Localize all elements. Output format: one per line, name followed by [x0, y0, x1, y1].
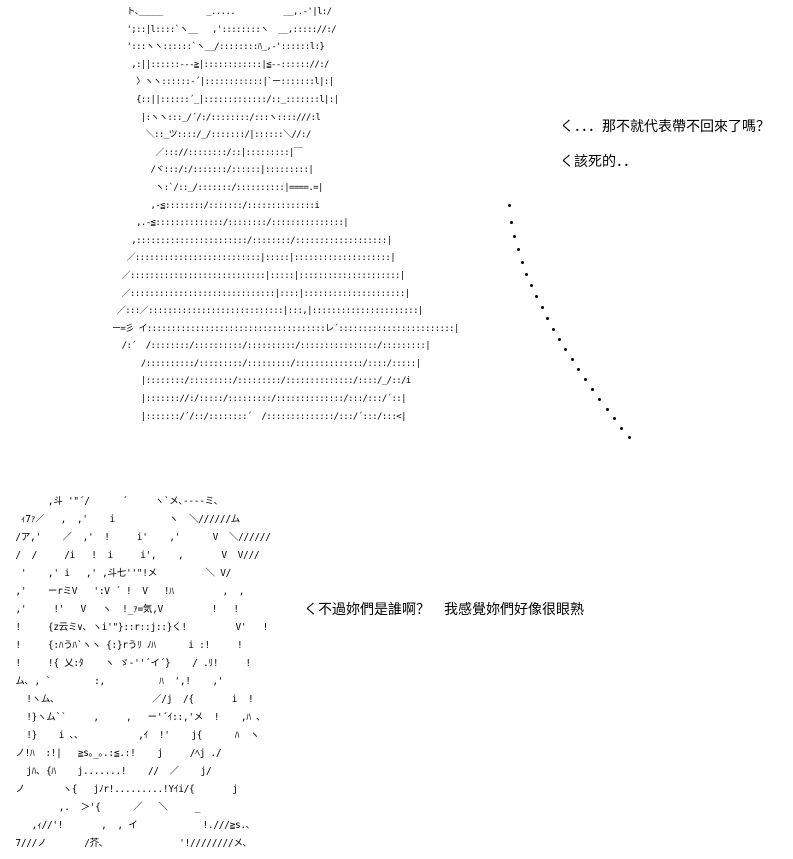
trail-dot: [535, 295, 539, 299]
trail-dot: [540, 306, 544, 310]
dialogue-line-1: く．．．那不就代表帶不回來了嗎？: [560, 119, 770, 135]
dialogue-line-3: く不過妳們是誰啊？ 我感覺妳們好像很眼熟: [304, 602, 584, 618]
trail-dot: [570, 358, 574, 362]
trail-dot: [530, 284, 534, 287]
trail-dot: [620, 426, 624, 430]
trail-dot: [598, 397, 602, 401]
dialogue-line-2: く該死的．．: [560, 154, 637, 170]
trail-dot: [513, 235, 516, 239]
trail-dot: [525, 272, 529, 276]
trail-dot: [577, 368, 581, 372]
trail-dot: [510, 221, 513, 225]
trail-dot: [584, 378, 588, 382]
trail-dot: [591, 388, 595, 392]
ascii-art-face-closeup: ,斗 '"´/ ´ ヽ`メ､-‐‐-ミ､ ｨ7ｧ／ , ,' i ヽ ＼////…: [15, 496, 271, 849]
trail-dot: [628, 436, 631, 439]
trail-dot: [605, 407, 609, 411]
ascii-art-seated-figure: ト､_____ _..... __,.-'|l:/ ';::|l::::`ヽ__…: [112, 7, 459, 422]
trail-dot: [516, 248, 520, 252]
trail-dot: [612, 417, 616, 421]
trail-dot: [508, 204, 511, 207]
trail-dot: [520, 260, 524, 264]
trail-dot: [546, 316, 550, 320]
trail-dot: [564, 348, 568, 352]
trail-dot: [552, 327, 556, 331]
trail-dot: [558, 337, 562, 341]
